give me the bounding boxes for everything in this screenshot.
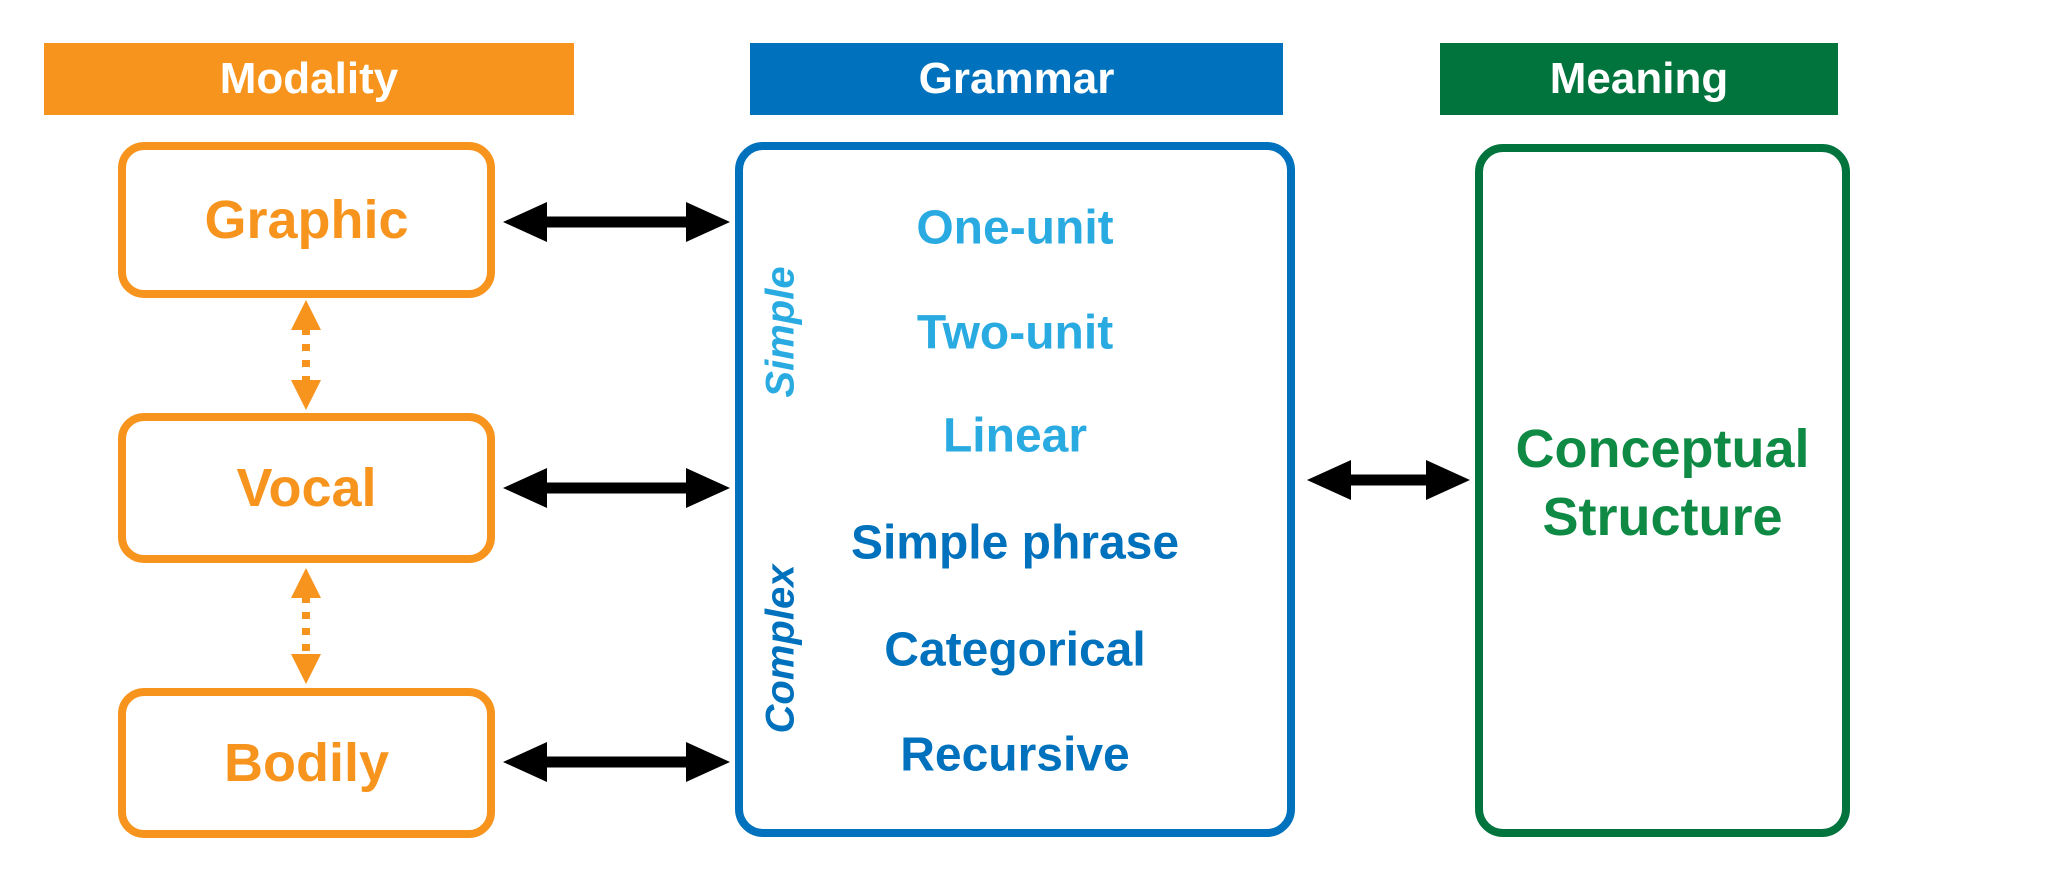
- grammar-item-linear: Linear: [942, 409, 1088, 463]
- bodily-box: Bodily: [118, 688, 495, 838]
- arrow-graphic-grammar: [503, 202, 730, 242]
- grammar-item-two-unit: Two-unit: [916, 306, 1114, 360]
- modality-header: Modality: [44, 43, 574, 115]
- arrow-grammar-meaning: [1307, 460, 1470, 500]
- grammar-box: Simple Complex One-unit Two-unit Linear …: [735, 142, 1295, 837]
- meaning-box: Conceptual Structure: [1475, 144, 1850, 837]
- arrow-vocal-grammar: [503, 468, 730, 508]
- grammar-item-simple-phrase: Simple phrase: [850, 516, 1180, 570]
- grammar-item-categorical: Categorical: [884, 623, 1146, 677]
- arrow-vocal-bodily-dashed: [291, 568, 321, 684]
- meaning-header: Meaning: [1440, 43, 1838, 115]
- bodily-box-label: Bodily: [223, 733, 389, 793]
- meaning-header-label: Meaning: [1549, 54, 1729, 103]
- grammar-item-recursive: Recursive: [900, 728, 1130, 782]
- grammar-header: Grammar: [750, 43, 1283, 115]
- conceptual-structure-label: Conceptual Structure: [1515, 419, 1810, 547]
- grammar-header-label: Grammar: [918, 54, 1115, 103]
- graphic-box-label: Graphic: [204, 190, 409, 250]
- graphic-box: Graphic: [118, 142, 495, 298]
- arrow-bodily-grammar: [503, 742, 730, 782]
- arrow-graphic-vocal-dashed: [291, 300, 321, 410]
- grammar-item-one-unit: One-unit: [916, 201, 1114, 255]
- vocal-box: Vocal: [118, 413, 495, 563]
- vocal-box-label: Vocal: [236, 458, 377, 518]
- modality-header-label: Modality: [219, 54, 399, 103]
